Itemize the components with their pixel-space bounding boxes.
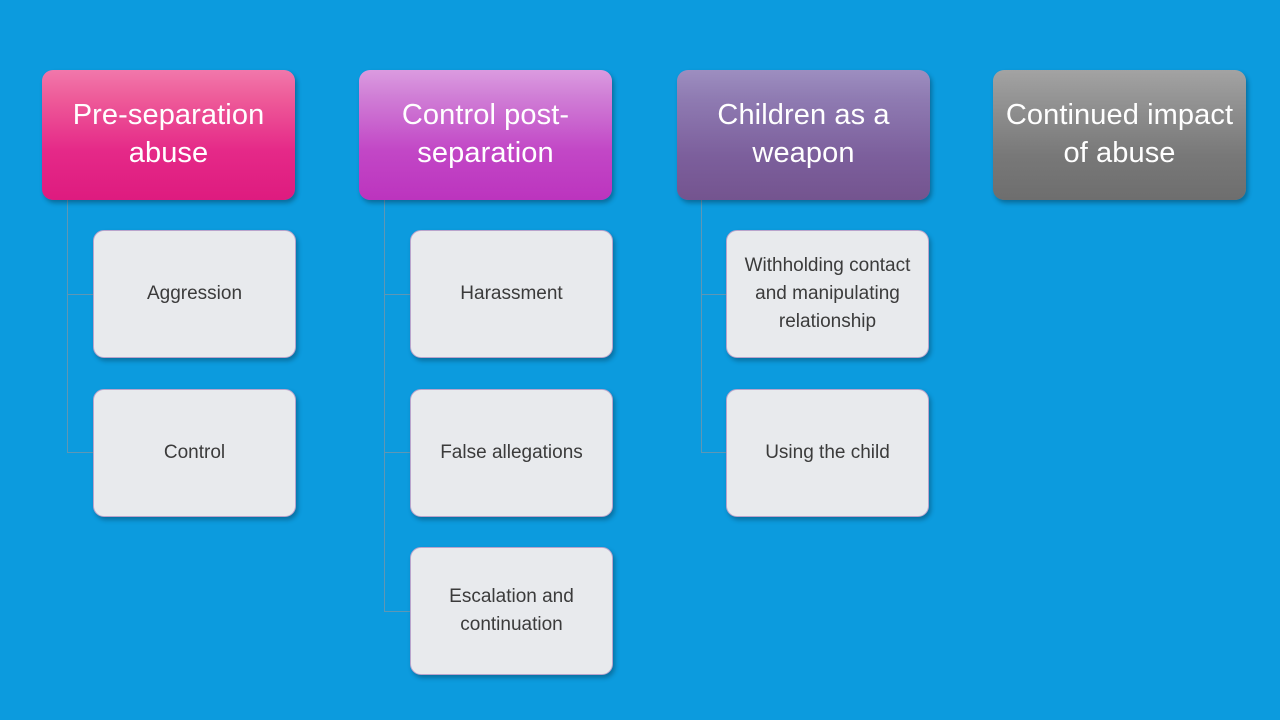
connector-horizontal-col1-child1 xyxy=(67,294,93,295)
connector-horizontal-col2-child1 xyxy=(384,294,410,295)
node-using-the-child[interactable]: Using the child xyxy=(726,389,929,517)
node-label: Withholding contact and manipulating rel… xyxy=(744,255,911,332)
node-label: Control post-separation xyxy=(401,99,570,169)
connector-vertical-col3 xyxy=(701,200,702,453)
node-label: Escalation and continuation xyxy=(449,586,574,635)
node-label: Harassment xyxy=(460,283,563,305)
node-label: Continued impact of abuse xyxy=(1005,99,1234,169)
node-escalation-and-continuation[interactable]: Escalation and continuation xyxy=(410,547,613,675)
connector-vertical-col2 xyxy=(384,200,385,611)
node-label: Control xyxy=(163,442,226,464)
node-label: False allegations xyxy=(440,442,583,464)
node-pre-separation-abuse[interactable]: Pre-separation abuse xyxy=(42,70,295,200)
node-control-post-separation[interactable]: Control post-separation xyxy=(359,70,612,200)
connector-horizontal-col2-child2 xyxy=(384,452,410,453)
node-label: Pre-separation abuse xyxy=(72,99,265,169)
node-control[interactable]: Control xyxy=(93,389,296,517)
connector-vertical-col1 xyxy=(67,200,68,453)
node-label: Aggression xyxy=(146,283,243,305)
connector-horizontal-col3-child2 xyxy=(701,452,727,453)
node-harassment[interactable]: Harassment xyxy=(410,230,613,358)
connector-horizontal-col3-child1 xyxy=(701,294,727,295)
connector-horizontal-col2-child3 xyxy=(384,611,410,612)
node-continued-impact-of-abuse[interactable]: Continued impact of abuse xyxy=(993,70,1246,200)
node-false-allegations[interactable]: False allegations xyxy=(410,389,613,517)
node-label: Using the child xyxy=(765,442,890,464)
node-label: Children as a weapon xyxy=(717,99,890,169)
node-aggression[interactable]: Aggression xyxy=(93,230,296,358)
node-withholding-contact-and-manipulating-relationship[interactable]: Withholding contact and manipulating rel… xyxy=(726,230,929,358)
connector-horizontal-col1-child2 xyxy=(67,452,93,453)
node-children-as-a-weapon[interactable]: Children as a weapon xyxy=(677,70,930,200)
